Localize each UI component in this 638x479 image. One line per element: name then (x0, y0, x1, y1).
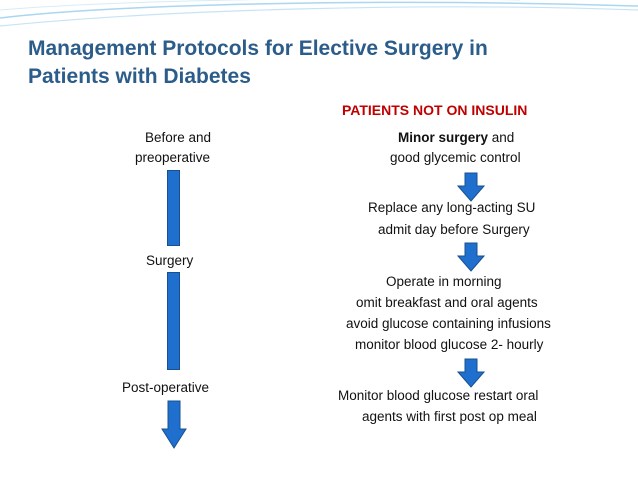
protocol-heading: PATIENTS NOT ON INSULIN (342, 102, 528, 118)
step2-line1: Replace any long-acting SU (368, 200, 536, 215)
decorative-swoosh (0, 0, 638, 27)
stage-surgery-label: Surgery (146, 253, 194, 268)
timeline-arrow-down-icon (161, 400, 187, 449)
step3-line2: omit breakfast and oral agents (356, 295, 538, 310)
flow-arrow-down-icon (457, 242, 485, 272)
step1-bold-text: Minor surgery (398, 130, 489, 145)
flow-arrow-down-icon (457, 358, 485, 388)
step3-line1: Operate in morning (386, 274, 502, 289)
timeline-bar-1 (167, 170, 180, 246)
step4-line1: Monitor blood glucose restart oral (338, 388, 539, 403)
step1-rest-text: and (488, 130, 515, 145)
step1-line1: Minor surgery and (398, 128, 514, 148)
page-title-line-2: Patients with Diabetes (28, 65, 251, 88)
step3-line3: avoid glucose containing infusions (346, 316, 551, 331)
timeline-bar-2 (167, 272, 180, 370)
page-title-line-1: Management Protocols for Elective Surger… (28, 37, 488, 60)
flow-arrow-down-icon (457, 172, 485, 202)
stage-postop-label: Post-operative (122, 380, 210, 395)
step3-line4: monitor blood glucose 2- hourly (355, 337, 544, 352)
step1-line2: good glycemic control (390, 150, 521, 165)
step4-line2: agents with first post op meal (362, 409, 537, 424)
step2-line2: admit day before Surgery (378, 222, 530, 237)
stage-before-label-2: preoperative (135, 150, 211, 165)
stage-before-label-1: Before and (145, 130, 212, 145)
